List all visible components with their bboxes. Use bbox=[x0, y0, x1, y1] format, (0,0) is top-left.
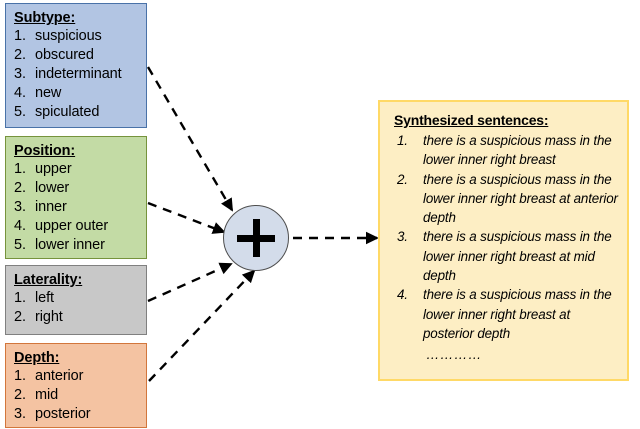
list-item: 1. left bbox=[14, 289, 140, 308]
attribute-box-depth: Depth: 1. anterior 2. mid 3. posterior bbox=[5, 343, 147, 428]
attribute-box-subtype-title: Subtype: bbox=[14, 10, 76, 26]
list-item-number: 4. bbox=[14, 85, 26, 101]
list-item: 1. there is a suspicious mass in the lowe… bbox=[394, 131, 619, 170]
list-item-number: 1. bbox=[14, 290, 26, 306]
list-item: 3. inner bbox=[14, 198, 140, 217]
list-item-number: 5. bbox=[14, 104, 26, 120]
list-item-number: 3. bbox=[14, 66, 26, 82]
list-item-label: upper outer bbox=[35, 218, 109, 234]
list-item-label: posterior bbox=[35, 406, 91, 422]
attribute-box-position-title: Position: bbox=[14, 143, 76, 159]
list-item-label: lower inner bbox=[35, 237, 105, 253]
list-item-number: 4. bbox=[397, 287, 408, 303]
connector-depth-to-merge bbox=[148, 269, 256, 382]
plus-merge-node-icon bbox=[223, 205, 289, 271]
list-item-number: 5. bbox=[14, 237, 26, 253]
list-item-number: 2. bbox=[14, 387, 26, 403]
list-item: 4. new bbox=[14, 84, 140, 103]
attribute-box-subtype: Subtype: 1. suspicious 2. obscured 3. indet… bbox=[5, 3, 147, 128]
list-item: 5. spiculated bbox=[14, 103, 140, 122]
list-item-label: mid bbox=[35, 387, 59, 403]
list-item-number: 3. bbox=[397, 229, 408, 245]
list-item-number: 2. bbox=[14, 309, 26, 325]
list-item-label: indeterminant bbox=[35, 66, 122, 82]
list-item: 3. indeterminant bbox=[14, 65, 140, 84]
list-item-number: 1. bbox=[397, 133, 408, 148]
list-item-number: 4. bbox=[14, 218, 26, 234]
connector-subtype-to-merge bbox=[146, 66, 234, 212]
list-item: 2. right bbox=[14, 308, 140, 327]
attribute-box-depth-title: Depth: bbox=[14, 350, 60, 366]
connector-laterality-to-merge bbox=[147, 262, 233, 303]
attribute-box-laterality-title: Laterality: bbox=[14, 272, 83, 288]
list-item: 2. obscured bbox=[14, 46, 140, 65]
list-item-label: inner bbox=[35, 199, 67, 215]
list-item-number: 3. bbox=[14, 406, 26, 422]
list-item-number: 2. bbox=[397, 171, 408, 187]
attribute-box-laterality-list: 1. left 2. right bbox=[14, 289, 140, 327]
list-item: 1. suspicious bbox=[14, 27, 140, 46]
list-item: 1. anterior bbox=[14, 367, 140, 386]
list-item: 1. upper bbox=[14, 160, 140, 179]
list-item-number: 1. bbox=[14, 28, 26, 44]
list-item-number: 2. bbox=[14, 180, 26, 196]
list-item-label: obscured bbox=[35, 47, 94, 63]
continuation-ellipsis: ………… bbox=[426, 347, 482, 363]
list-item-number: 1. bbox=[14, 161, 26, 177]
list-item-label: there is a suspicious mass in the lower … bbox=[423, 133, 612, 168]
list-item: 4. upper outer bbox=[14, 217, 140, 236]
list-item-number: 2. bbox=[14, 47, 26, 63]
list-item: 5. lower inner bbox=[14, 236, 140, 255]
attribute-box-position: Position: 1. upper 2. lower 3. inner 4. uppe… bbox=[5, 136, 147, 259]
list-item-label: there is a suspicious mass in the lower … bbox=[423, 229, 612, 284]
attribute-box-position-list: 1. upper 2. lower 3. inner 4. upper outer 5.… bbox=[14, 160, 140, 255]
list-item: 3. posterior bbox=[14, 405, 140, 424]
list-item-label: lower bbox=[35, 180, 70, 196]
plus-icon-vertical-bar bbox=[252, 219, 260, 257]
attribute-box-subtype-list: 1.suspicious 2.obscured 3.indeterminant … bbox=[14, 27, 140, 122]
list-item: 2. there is a suspicious mass in the lowe… bbox=[394, 170, 619, 228]
list-item-label: right bbox=[35, 309, 63, 325]
synthesized-sentences-list: 1. there is a suspicious mass in the lowe… bbox=[394, 131, 619, 343]
list-item-label: suspicious bbox=[35, 28, 102, 44]
list-item: 2. lower bbox=[14, 179, 140, 198]
synthesized-sentences-panel: Synthesized sentences: 1. there is a susp… bbox=[378, 100, 629, 381]
list-item-number: 3. bbox=[14, 199, 26, 215]
list-item-label: new bbox=[35, 85, 62, 101]
list-item-label: spiculated bbox=[35, 104, 100, 120]
list-item-label: there is a suspicious mass in the lower … bbox=[423, 171, 618, 226]
list-item: 4. there is a suspicious mass in the lowe… bbox=[394, 285, 619, 343]
synthesized-sentences-title: Synthesized sentences: bbox=[394, 112, 549, 128]
list-item-number: 1. bbox=[14, 368, 26, 384]
list-item-label: anterior bbox=[35, 368, 84, 384]
list-item: 2. mid bbox=[14, 386, 140, 405]
list-item-label: there is a suspicious mass in the lower … bbox=[423, 287, 612, 341]
list-item-label: left bbox=[35, 290, 54, 306]
connector-position-to-merge bbox=[147, 201, 226, 234]
list-item: 3. there is a suspicious mass in the lowe… bbox=[394, 227, 619, 285]
attribute-box-depth-list: 1. anterior 2. mid 3. posterior bbox=[14, 367, 140, 424]
list-item-label: upper bbox=[35, 161, 72, 177]
attribute-box-laterality: Laterality: 1. left 2. right bbox=[5, 265, 147, 335]
